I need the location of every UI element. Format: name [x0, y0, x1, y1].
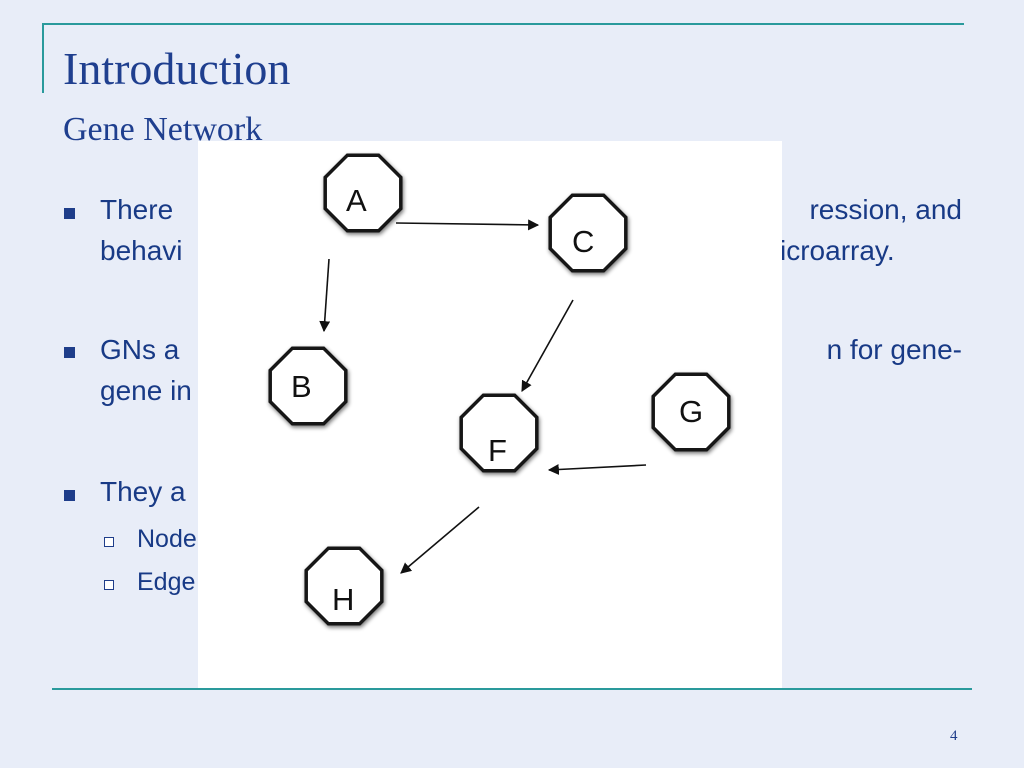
node-c-label: C	[572, 224, 594, 259]
bullet-3-line-1: They a	[100, 476, 186, 507]
edge-a-c	[395, 219, 540, 231]
top-rule	[42, 23, 964, 25]
bullet-2-line-1-end: n for gene-	[826, 334, 962, 365]
edge-f-h	[400, 506, 480, 574]
node-f	[459, 393, 539, 473]
edge-a-b	[319, 258, 331, 333]
bottom-rule	[52, 688, 972, 690]
bullet-1-line-1: There	[100, 194, 174, 225]
slide-title: Introduction	[63, 43, 291, 94]
sub-bullet-marker	[104, 580, 114, 590]
bullet-1-line-1-end: ression, and	[809, 194, 962, 225]
node-h	[304, 546, 384, 626]
node-a	[323, 153, 403, 233]
bullet-2-line-1: GNs a	[100, 334, 180, 365]
sub-bullet-marker	[104, 537, 114, 547]
page-number: 4	[950, 728, 958, 744]
sub-bullet-node: Node	[137, 525, 197, 553]
sub-bullet-edge: Edge	[137, 568, 196, 596]
gene-network-diagram: A C B G F H	[268, 153, 731, 626]
edge-g-f	[547, 463, 647, 475]
node-c	[548, 193, 628, 273]
bullet-2-line-2: gene in	[100, 375, 192, 406]
bullet-1-line-2-end: icroarray.	[780, 235, 895, 266]
node-h-label: H	[332, 582, 354, 617]
bullet-marker	[64, 208, 75, 219]
gene-network-figure: A C B G F H	[198, 141, 782, 690]
node-g-label: G	[679, 394, 703, 429]
bullet-marker	[64, 347, 75, 358]
node-b	[268, 346, 348, 426]
edge-c-f	[521, 299, 574, 392]
node-f-label: F	[488, 433, 507, 468]
node-b-label: B	[291, 369, 312, 404]
bullet-marker	[64, 490, 75, 501]
bullet-1-line-2: behavi	[100, 235, 183, 266]
left-accent-rule	[42, 23, 44, 93]
node-a-label: A	[346, 183, 367, 218]
node-g	[651, 372, 731, 452]
